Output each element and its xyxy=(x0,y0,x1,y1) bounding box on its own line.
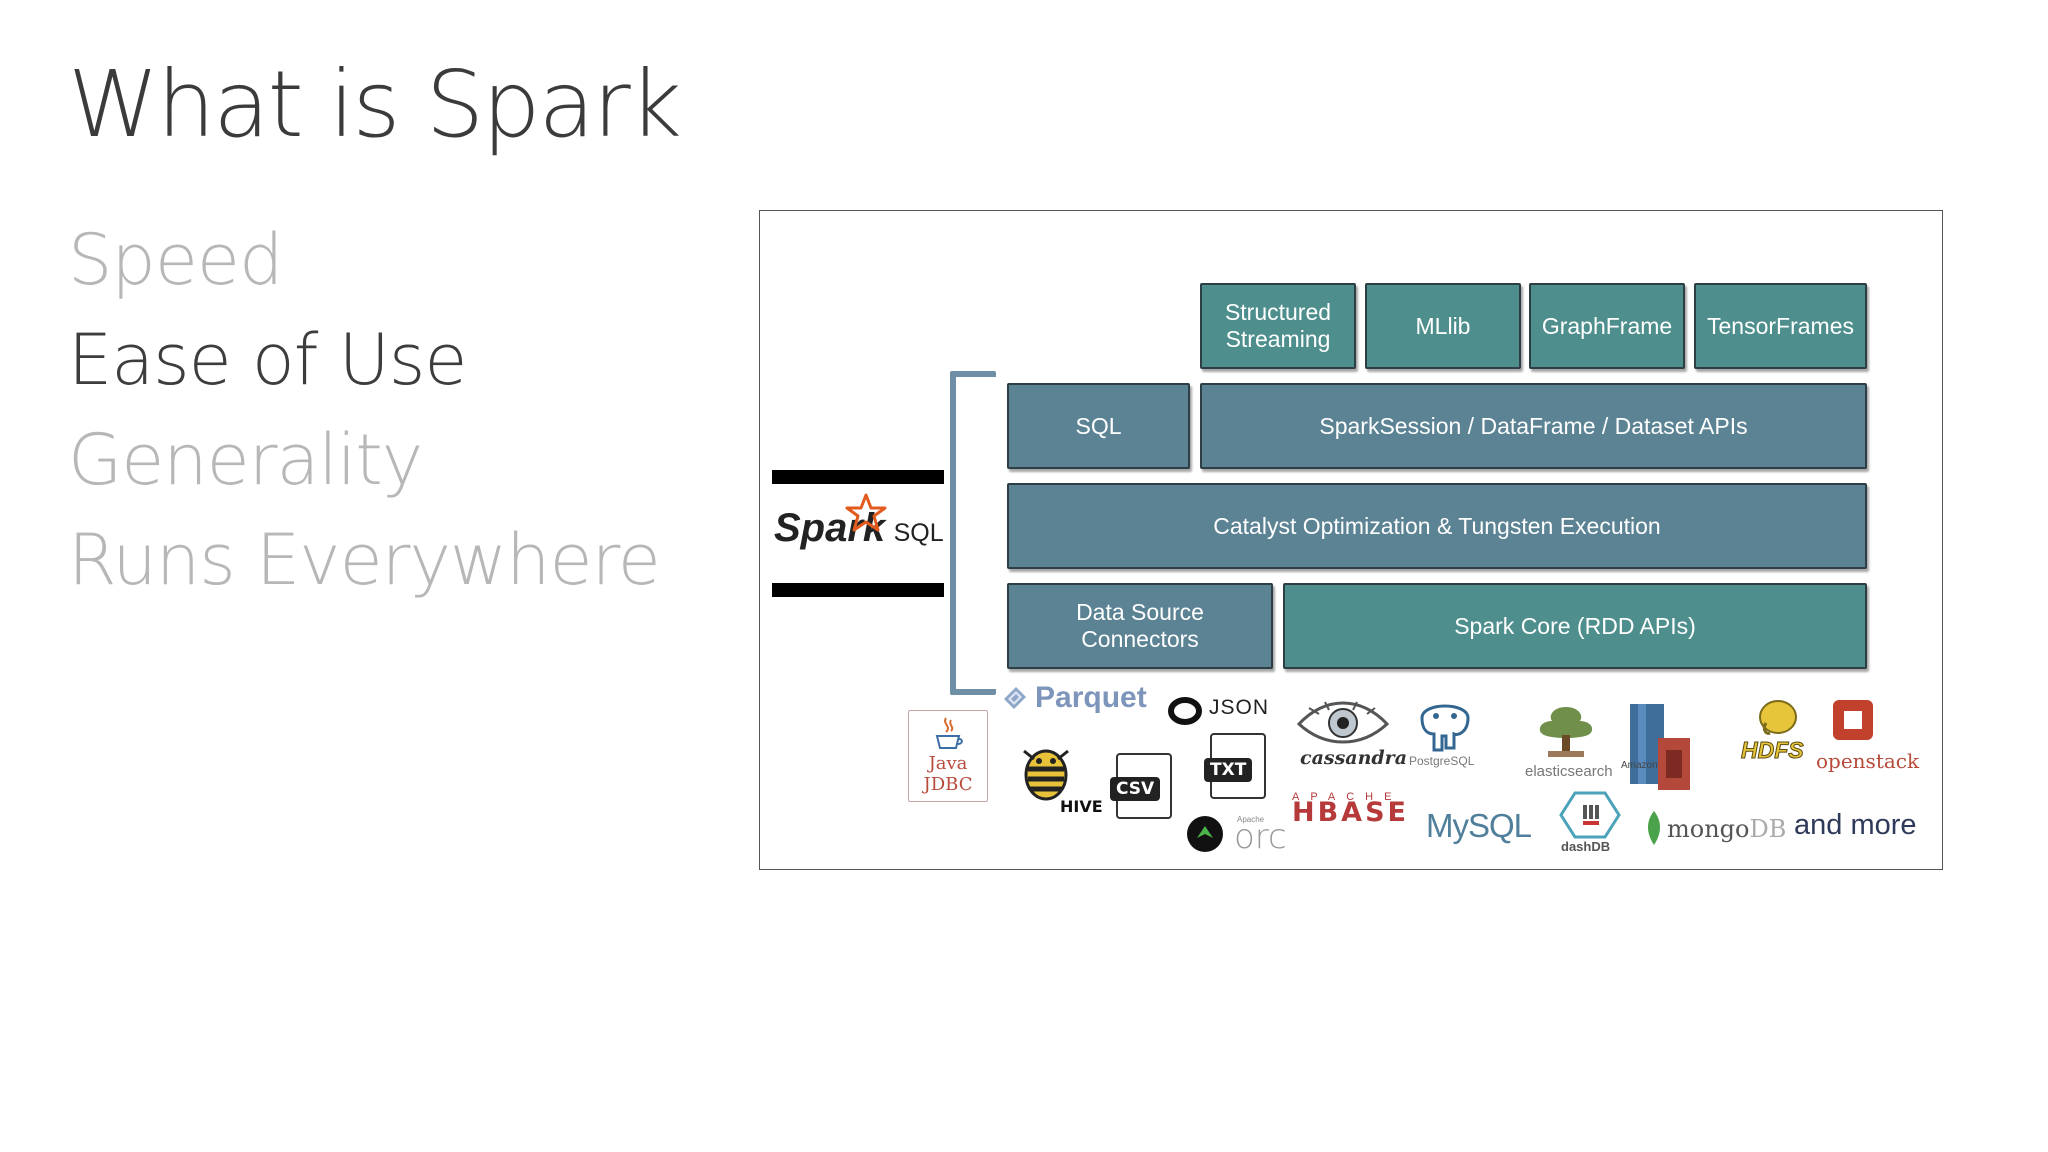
layer-structured-streaming: Structured Streaming xyxy=(1200,283,1356,369)
orc-icon xyxy=(1187,816,1223,852)
java-label: Java xyxy=(928,753,968,774)
jdbc-label: JDBC xyxy=(923,774,973,795)
txt-logo: TXT xyxy=(1204,758,1253,782)
slide-title: What is Spark xyxy=(68,51,682,158)
postgresql-elephant-icon xyxy=(1420,704,1470,752)
and-more-label: and more xyxy=(1794,809,1917,841)
layer-sparksession-apis: SparkSession / DataFrame / Dataset APIs xyxy=(1200,383,1867,469)
elasticsearch-logo: elasticsearch xyxy=(1525,763,1613,780)
amazon-label: Amazon xyxy=(1621,760,1658,771)
spark-star-icon xyxy=(845,493,887,532)
spark-sql-logo: Spark SQL xyxy=(774,506,944,551)
spark-logo-word: Spark xyxy=(774,506,886,550)
mongodb-mongo-word: mongo xyxy=(1667,815,1750,843)
mongodb-logo: mongoDB xyxy=(1667,815,1786,843)
postgresql-logo: PostgreSQL xyxy=(1409,754,1475,768)
layer-spark-core: Spark Core (RDD APIs) xyxy=(1283,583,1867,669)
hive-bee-icon xyxy=(1023,749,1069,801)
layer-mllib: MLlib xyxy=(1365,283,1521,369)
bullet-generality: Generality xyxy=(68,419,423,501)
amazon-s3-icon xyxy=(1630,704,1690,790)
hdfs-elephant-icon xyxy=(1759,700,1797,735)
elasticsearch-tree-icon xyxy=(1539,707,1593,757)
layer-graphframe: GraphFrame xyxy=(1529,283,1685,369)
mysql-logo: MySQL xyxy=(1426,807,1532,844)
hdfs-logo: HDFS xyxy=(1741,737,1805,764)
json-icon xyxy=(1168,697,1202,725)
layer-tensorframes: TensorFrames xyxy=(1694,283,1867,369)
cassandra-eye-icon xyxy=(1296,701,1390,744)
orc-logo: orc xyxy=(1234,817,1287,857)
dashdb-icon xyxy=(1559,791,1621,839)
layer-sql: SQL xyxy=(1007,383,1190,469)
json-logo: JSON xyxy=(1209,696,1270,719)
parquet-logo: Parquet xyxy=(1035,681,1147,714)
openstack-icon xyxy=(1833,700,1873,740)
bullet-runs-everywhere: Runs Everywhere xyxy=(68,519,661,601)
spark-sql-bottom-bar xyxy=(772,583,944,597)
orc-apache-label: Apache xyxy=(1237,815,1265,824)
spark-sql-top-bar xyxy=(772,470,944,484)
parquet-icon xyxy=(1004,687,1026,709)
spark-sql-word: SQL xyxy=(893,519,944,547)
spark-sql-bracket xyxy=(950,371,996,695)
hbase-apache-label: APACHE xyxy=(1292,791,1403,803)
cassandra-logo: cassandra xyxy=(1300,747,1408,769)
mongodb-leaf-icon xyxy=(1648,811,1660,845)
bullet-speed: Speed xyxy=(68,219,283,301)
mongodb-db-word: DB xyxy=(1749,815,1787,843)
bullet-ease-of-use: Ease of Use xyxy=(68,319,467,401)
layer-catalyst-tungsten: Catalyst Optimization & Tungsten Executi… xyxy=(1007,483,1867,569)
dashdb-logo: dashDB xyxy=(1561,839,1611,854)
java-jdbc-logo: Java JDBC xyxy=(908,710,988,802)
hbase-logo: HBASE xyxy=(1292,797,1409,828)
spark-architecture-diagram: Structured Streaming MLlib GraphFrame Te… xyxy=(759,210,1943,870)
openstack-logo: openstack xyxy=(1816,749,1920,773)
bullet-list: Speed Ease of Use Generality Runs Everyw… xyxy=(68,210,661,610)
csv-logo: CSV xyxy=(1110,777,1161,801)
layer-data-source-connectors: Data Source Connectors xyxy=(1007,583,1273,669)
hive-logo: HIVE xyxy=(1060,797,1103,816)
java-cup-icon xyxy=(935,717,963,749)
